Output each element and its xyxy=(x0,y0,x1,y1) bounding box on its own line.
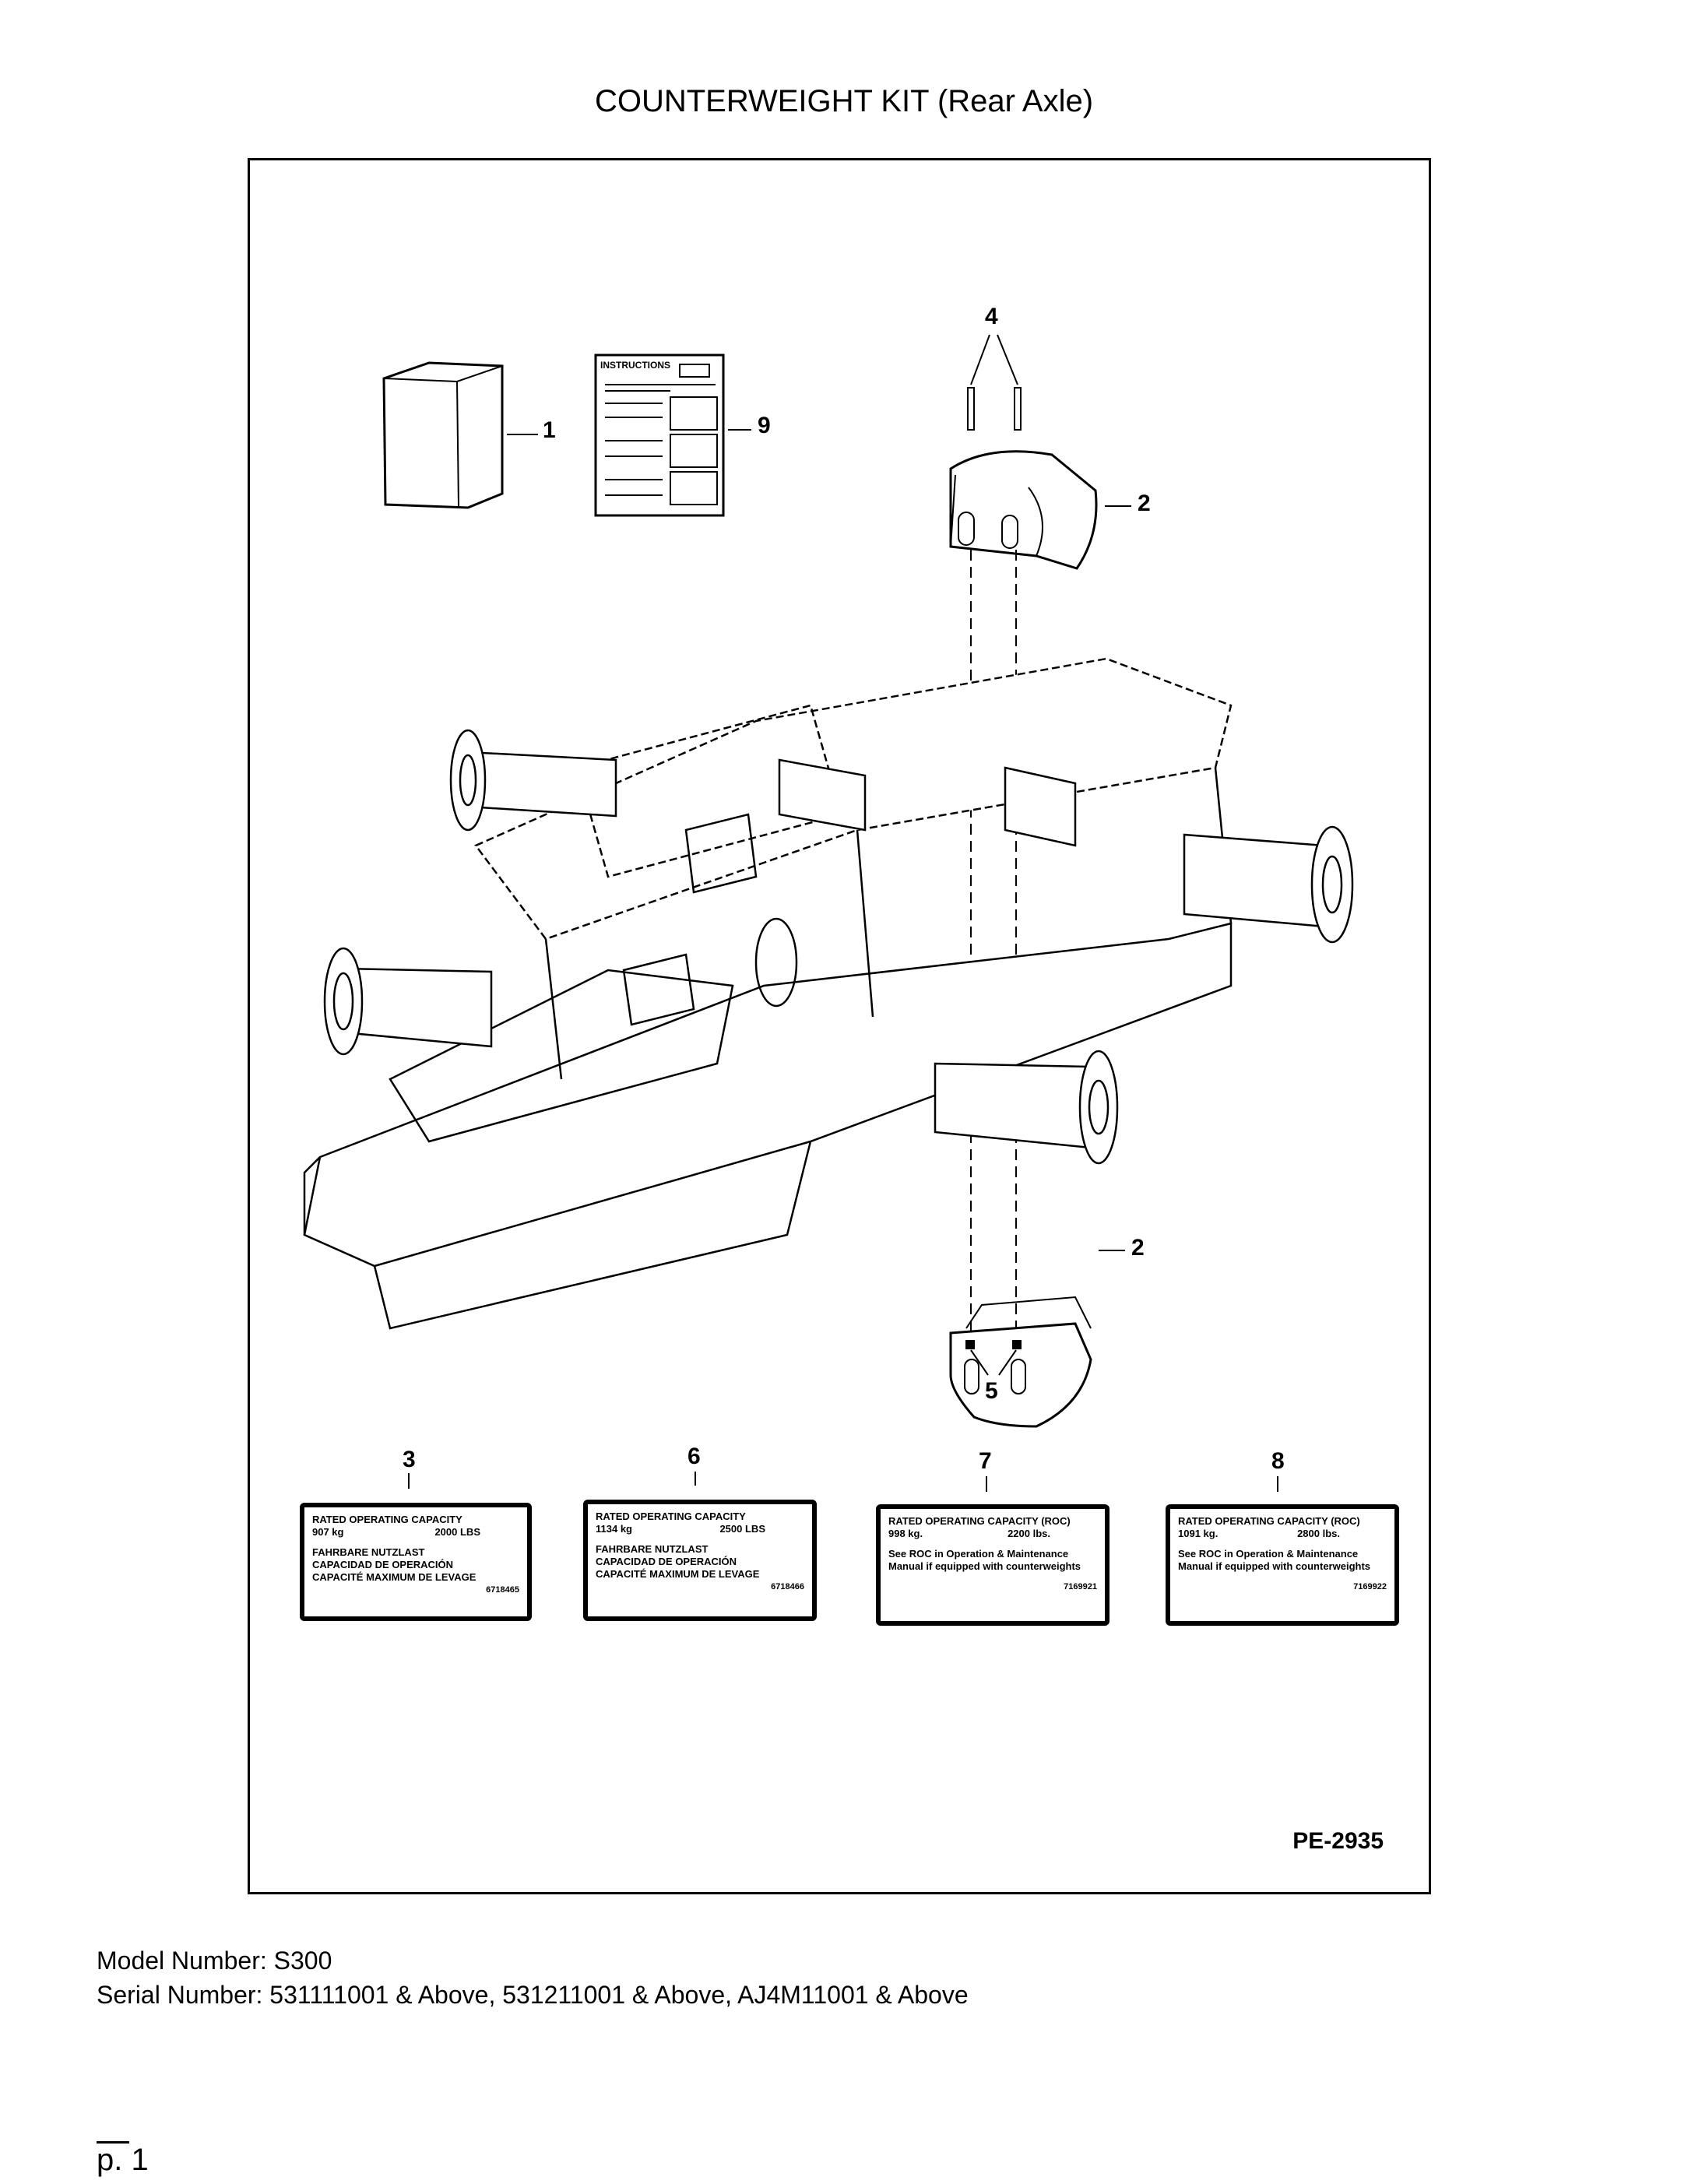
callout-8: 8 xyxy=(1271,1448,1285,1474)
axle-rear-right-icon xyxy=(449,729,617,832)
decal-item-6: RATED OPERATING CAPACITY 1134 kg 2500 LBS… xyxy=(583,1500,817,1621)
decal-3-part-code: 6718465 xyxy=(486,1585,519,1595)
decal-8-note-2: Manual if equipped with counterweights xyxy=(1178,1560,1371,1572)
decal-3-spanish: CAPACIDAD DE OPERACIÓN xyxy=(312,1559,454,1570)
callout-3: 3 xyxy=(403,1447,416,1472)
instruction-sheet-label: INSTRUCTIONS xyxy=(600,360,670,371)
callout-7: 7 xyxy=(979,1448,992,1474)
decal-3-heading: RATED OPERATING CAPACITY xyxy=(312,1514,462,1525)
decal-6-kg: 1134 kg xyxy=(596,1523,632,1535)
figure-reference: PE-2935 xyxy=(1292,1828,1384,1854)
callout-9: 9 xyxy=(758,413,771,438)
callout-5: 5 xyxy=(985,1378,998,1404)
callout-2-top: 2 xyxy=(1138,491,1151,516)
decal-7-lbs: 2200 lbs. xyxy=(1008,1528,1050,1539)
decal-8-kg: 1091 kg. xyxy=(1178,1528,1219,1539)
decal-7-note-1: See ROC in Operation & Maintenance xyxy=(888,1548,1069,1560)
axle-front-right-icon xyxy=(1183,825,1354,944)
kit-box-icon xyxy=(382,361,504,509)
decal-3-lbs: 2000 LBS xyxy=(434,1526,480,1538)
axle-rear-left-icon xyxy=(323,947,493,1056)
decal-7-part-code: 7169921 xyxy=(1064,1582,1097,1591)
callout-1: 1 xyxy=(543,417,556,443)
bolt-icon xyxy=(967,334,1022,431)
decal-7-note-2: Manual if equipped with counterweights xyxy=(888,1560,1081,1572)
callout-2-bottom: 2 xyxy=(1131,1235,1145,1261)
decal-8-lbs: 2800 lbs. xyxy=(1297,1528,1340,1539)
parts-diagram-frame: 1 9 4 2 2 5 3 6 7 8 INSTRUCTIONS RATED O… xyxy=(248,158,1431,1894)
decal-6-part-code: 6718466 xyxy=(771,1582,804,1591)
upper-counterweight-icon xyxy=(949,450,1098,570)
decal-6-spanish: CAPACIDAD DE OPERACIÓN xyxy=(596,1556,737,1567)
page-number-rule xyxy=(97,2141,129,2144)
decal-6-lbs: 2500 LBS xyxy=(719,1523,765,1535)
nut-icon xyxy=(965,1340,1022,1376)
decal-6-french: CAPACITÉ MAXIMUM DE LEVAGE xyxy=(596,1568,760,1580)
decal-3-german: FAHRBARE NUTZLAST xyxy=(312,1546,425,1558)
decal-6-german: FAHRBARE NUTZLAST xyxy=(596,1543,709,1555)
chassis-frame-icon xyxy=(303,657,1233,1330)
page-number: p. 1 xyxy=(97,2143,149,2177)
decal-item-7: RATED OPERATING CAPACITY (ROC) 998 kg. 22… xyxy=(876,1504,1110,1626)
exploded-view-drawing xyxy=(303,334,1354,1492)
decal-6-heading: RATED OPERATING CAPACITY xyxy=(596,1511,746,1522)
decal-8-part-code: 7169922 xyxy=(1353,1582,1387,1591)
axle-front-left-icon xyxy=(934,1050,1119,1165)
page-title: COUNTERWEIGHT KIT (Rear Axle) xyxy=(594,84,1094,118)
decal-8-note-1: See ROC in Operation & Maintenance xyxy=(1178,1548,1359,1560)
instruction-sheet-icon xyxy=(594,353,725,517)
callout-4: 4 xyxy=(985,304,998,329)
decal-3-french: CAPACITÉ MAXIMUM DE LEVAGE xyxy=(312,1571,477,1583)
decal-7-kg: 998 kg. xyxy=(888,1528,923,1539)
decal-item-8: RATED OPERATING CAPACITY (ROC) 1091 kg. 2… xyxy=(1166,1504,1399,1626)
lower-counterweight-icon xyxy=(949,1296,1092,1428)
model-number: Model Number: S300 xyxy=(97,1947,332,1975)
callout-6: 6 xyxy=(688,1444,701,1469)
serial-number: Serial Number: 531111001 & Above, 531211… xyxy=(97,1981,969,2009)
decal-8-heading: RATED OPERATING CAPACITY (ROC) xyxy=(1178,1515,1360,1527)
decal-7-heading: RATED OPERATING CAPACITY (ROC) xyxy=(888,1515,1071,1527)
decal-3-kg: 907 kg xyxy=(312,1526,344,1538)
